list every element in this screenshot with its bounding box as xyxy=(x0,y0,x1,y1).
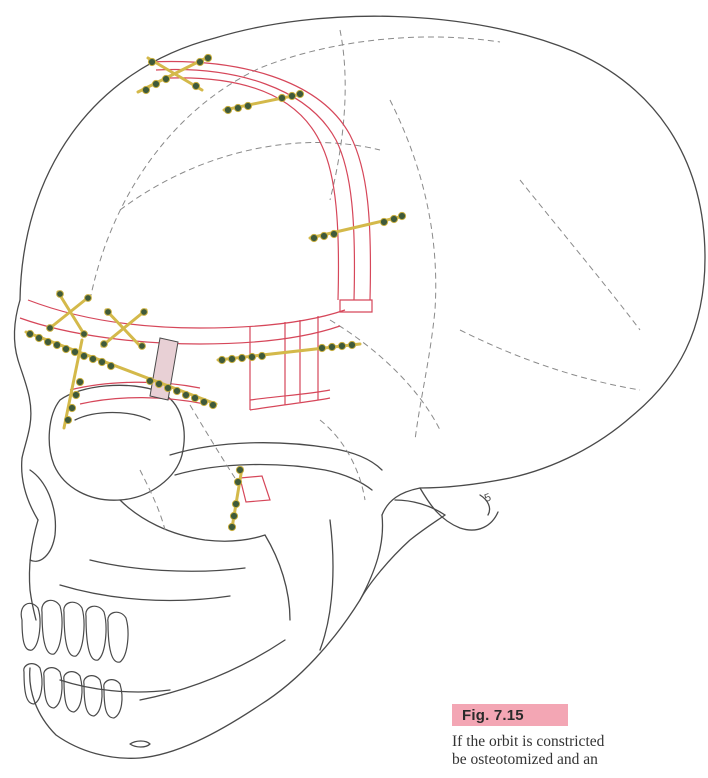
fixation-screws xyxy=(26,54,405,530)
figure-label: Fig. 7.15 xyxy=(462,707,524,724)
caption-line-1: If the orbit is constricted xyxy=(452,733,708,751)
caption-line-2: be osteotomized and an xyxy=(452,751,708,769)
fixation-plates xyxy=(26,56,404,528)
temporal-mark: 5 xyxy=(483,491,493,504)
figure-caption: If the orbit is constricted be osteotomi… xyxy=(452,733,708,769)
upper-teeth xyxy=(21,600,128,662)
figure-label-box: Fig. 7.15 xyxy=(452,704,568,726)
osteotomy-lines xyxy=(20,62,372,502)
suture-lines xyxy=(90,30,640,530)
skull-outline xyxy=(14,16,705,758)
